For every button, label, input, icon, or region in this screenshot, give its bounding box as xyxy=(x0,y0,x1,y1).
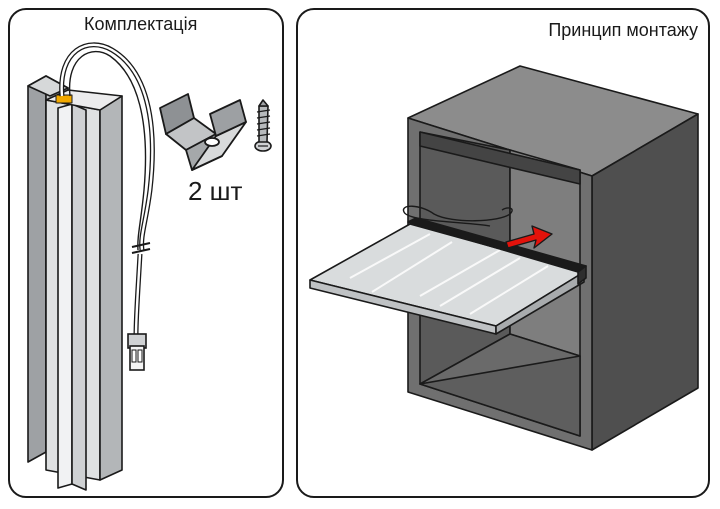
cable-inner xyxy=(60,43,154,251)
cable-lower-inner xyxy=(134,253,142,337)
glass-shelf-icon xyxy=(309,217,587,335)
insert-arrow-icon xyxy=(505,225,553,249)
components-title: Комплектація xyxy=(84,14,198,34)
mounting-principle-title: Принцип монтажу xyxy=(548,20,698,40)
led-profile-icon xyxy=(27,75,123,491)
clip-quantity-label: 2 шт xyxy=(188,176,243,206)
cable-second-wire xyxy=(68,51,147,251)
shelf-wire xyxy=(402,205,513,227)
screw-icon xyxy=(254,99,272,152)
cable-break-icon xyxy=(131,242,151,254)
mounting-clip-icon xyxy=(159,93,247,171)
cable-connector-icon xyxy=(127,333,147,371)
